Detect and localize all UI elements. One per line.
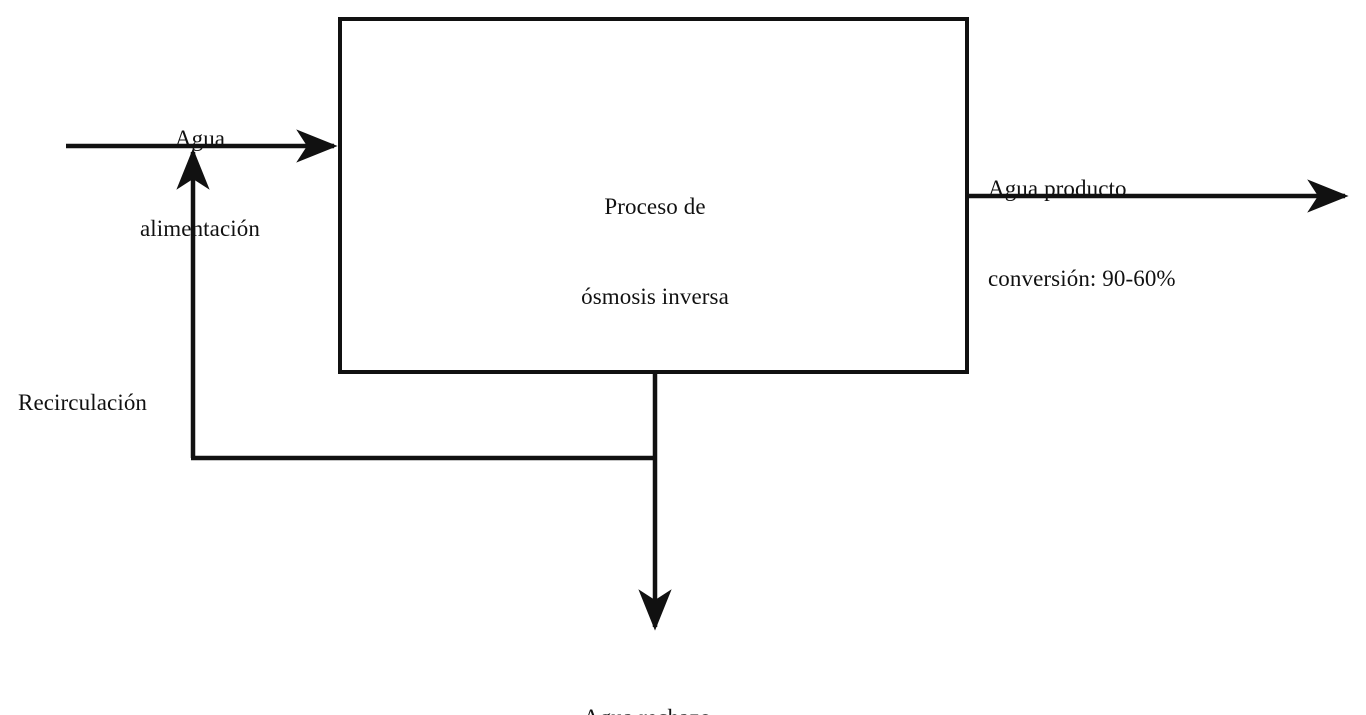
process-label-line2: ósmosis inversa: [581, 284, 729, 309]
feed-stream-label: Agua alimentación: [66, 64, 334, 304]
process-box: [338, 17, 969, 374]
product-stream-label: Agua producto conversión: 90-60%: [988, 114, 1348, 354]
product-label-line1: Agua producto: [988, 176, 1127, 201]
reject-label-line1: Agua rechazo: [583, 703, 883, 715]
recirculation-stream-label: Recirculación: [18, 328, 198, 478]
recirculation-label-line1: Recirculación: [18, 390, 148, 415]
feed-label-line1: Agua: [174, 126, 226, 151]
process-box-label: Proceso de ósmosis inversa: [455, 132, 855, 372]
feed-label-line2: alimentación: [140, 216, 260, 241]
reject-stream-label: Agua rechazo salmuera: [583, 643, 883, 715]
process-label-line1: Proceso de: [604, 194, 706, 219]
product-label-line2: conversión: 90-60%: [988, 266, 1176, 291]
